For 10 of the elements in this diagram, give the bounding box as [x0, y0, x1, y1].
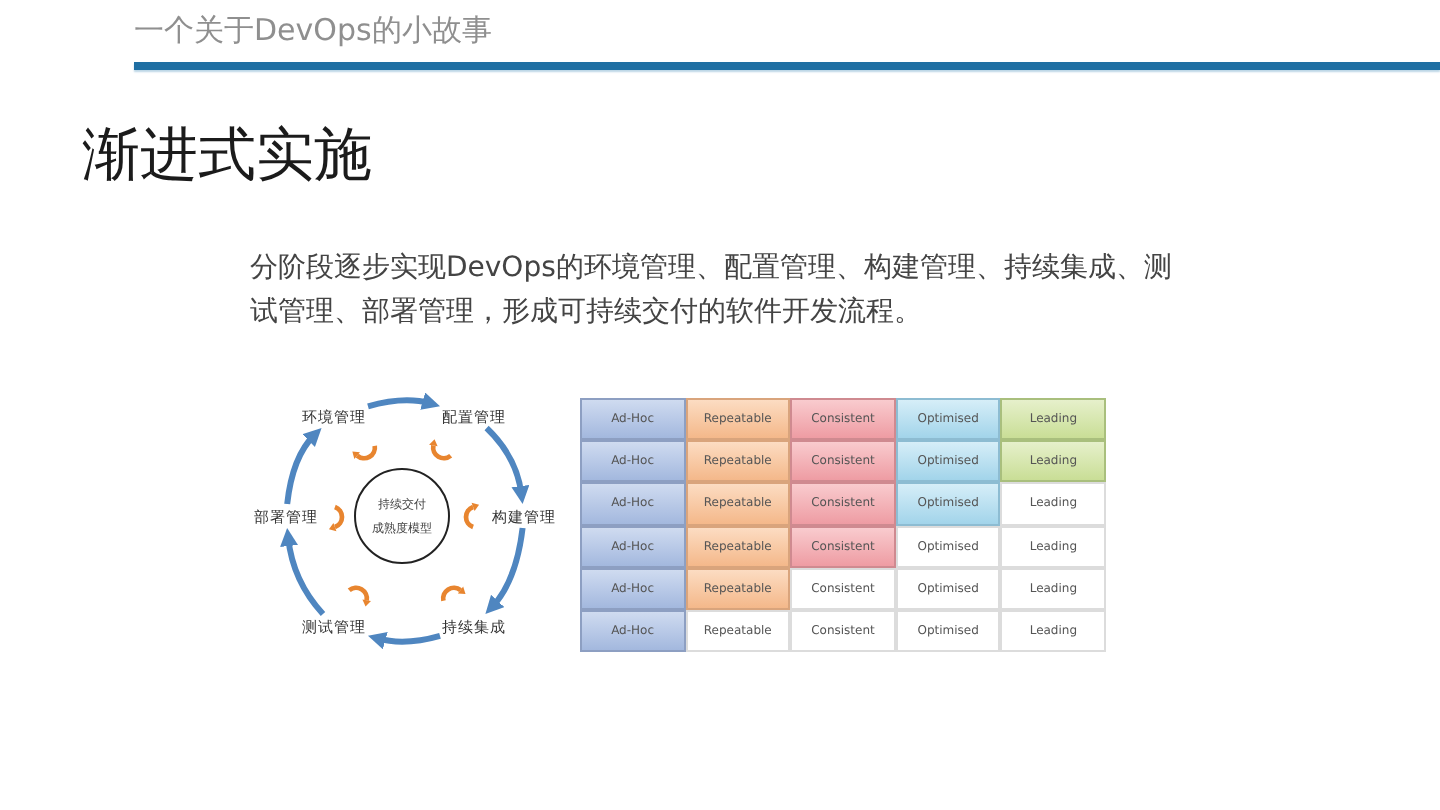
header-text: 一个关于DevOps的小故事: [134, 12, 492, 50]
cycle-arrow: [484, 425, 530, 504]
center-circle: [354, 468, 450, 564]
cycle-arrow: [280, 528, 326, 616]
cycle-arrow: [367, 631, 441, 650]
cycle-arrow: [284, 427, 322, 505]
slide-title: 渐进式实施: [82, 118, 372, 190]
cycle-arrow: [485, 527, 526, 615]
cycle-arrow: [367, 392, 441, 411]
body-text: 分阶段逐步实现DevOps的环境管理、配置管理、构建管理、持续集成、测试管理、部署管理，形成可持续交付的软件开发流程。: [250, 250, 1174, 332]
